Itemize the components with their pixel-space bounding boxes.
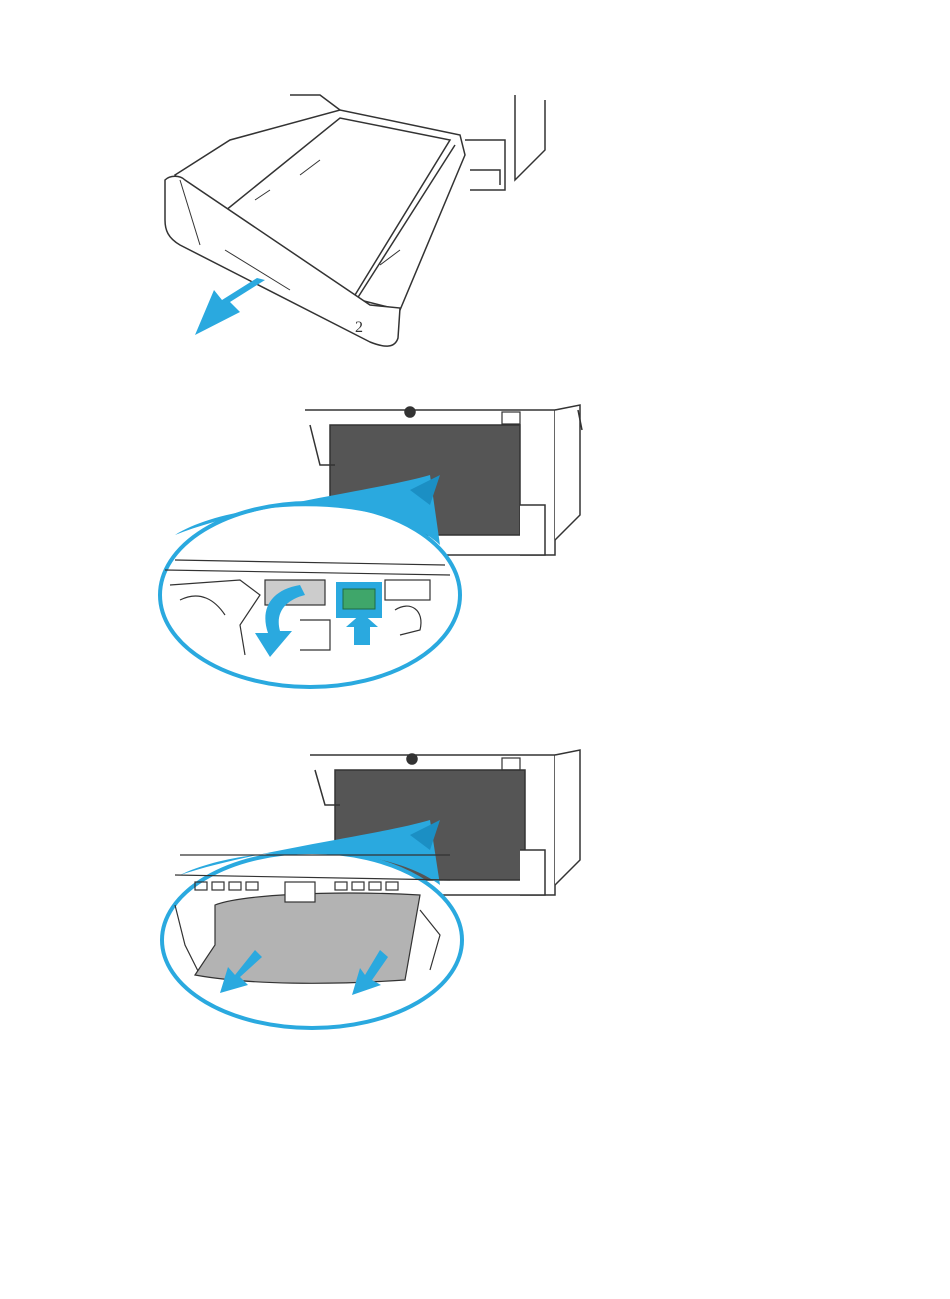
- jam-access-plate: [343, 589, 375, 609]
- tray-number-label: 2: [355, 319, 363, 336]
- hp-logo-icon: [405, 407, 415, 417]
- figure-jam-access-plate: [0, 395, 950, 695]
- hp-logo-icon: [407, 754, 417, 764]
- pull-arrow-icon: [195, 278, 265, 335]
- figure-pull-out-tray: 2: [0, 80, 950, 370]
- jam-access-illustration: [0, 395, 950, 695]
- paper-guide-clip: [285, 882, 315, 902]
- tray-pull-out-illustration: 2: [0, 80, 950, 370]
- figure-remove-jammed-paper: [0, 745, 950, 1045]
- remove-paper-illustration: [0, 745, 950, 1045]
